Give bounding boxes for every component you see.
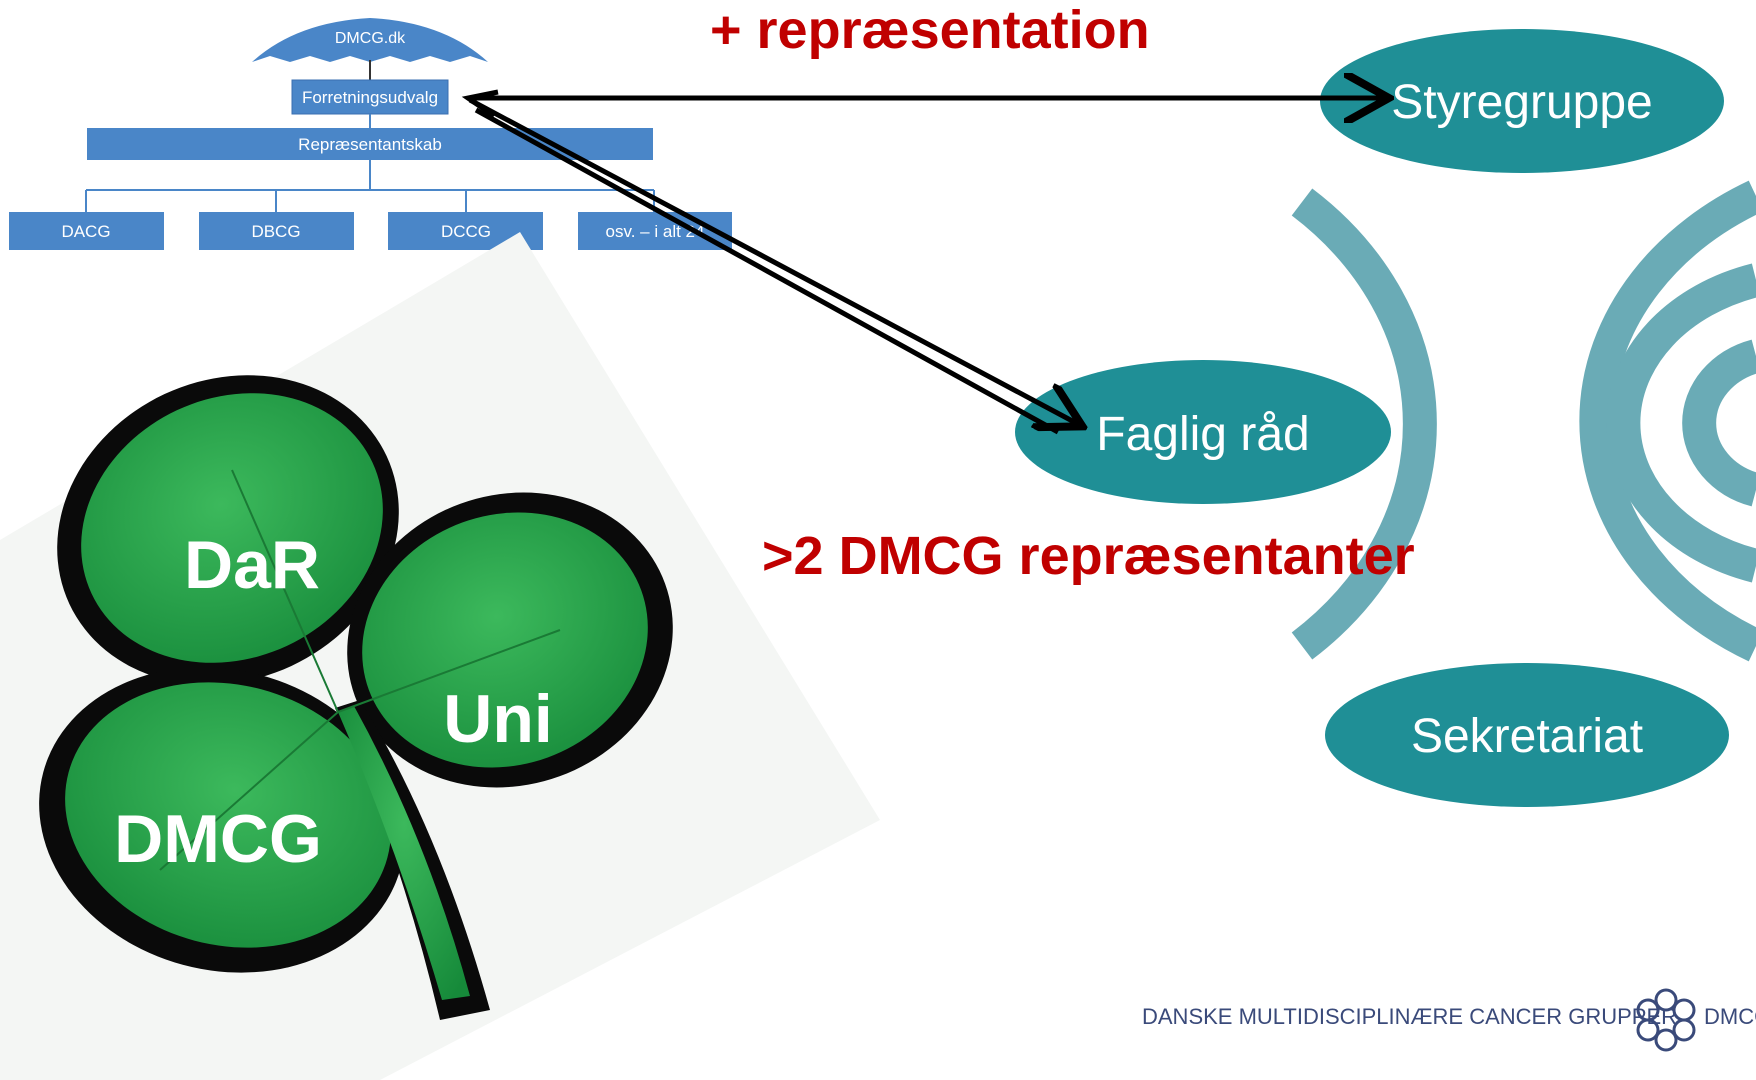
styregruppe-label: Styregruppe — [1391, 76, 1653, 129]
faglig-raad-label: Faglig råd — [1096, 408, 1309, 461]
group-box-dbcg — [199, 212, 354, 250]
faglig-raad-node: Faglig råd — [1015, 360, 1391, 504]
umbrella-icon — [252, 18, 488, 62]
footer: DANSKE MULTIDISCIPLINÆRE CANCER GRUPPER … — [1142, 988, 1756, 1052]
repraesentantskab-label: Repræsentantskab — [298, 135, 442, 154]
clover-leaf-label-dar: DaR — [184, 527, 320, 603]
shamrock-image: DaR Uni DMCG — [0, 232, 880, 1080]
forretningsudvalg-box — [291, 79, 449, 115]
headline-dmcg-representatives: >2 DMCG repræsentanter — [762, 526, 1415, 586]
footer-abbr: DMCG — [1704, 1004, 1756, 1029]
group-box-osv — [578, 212, 732, 250]
dmcg-logo-icon — [1636, 988, 1696, 1052]
sekretariat-ellipse — [1325, 663, 1729, 807]
group-label-osv: osv. – i alt 24 — [606, 222, 705, 241]
sekretariat-node: Sekretariat — [1325, 663, 1729, 807]
arrow-to-faglig-raad-b — [474, 107, 1060, 435]
arrow-to-faglig-raad-a — [468, 97, 1078, 424]
org-chart: DMCG.dk Forretningsudvalg Repræsentantsk… — [9, 18, 732, 250]
group-label-dbcg: DBCG — [251, 222, 300, 241]
clover-leaf-label-uni: Uni — [443, 681, 553, 757]
arrowhead-forretningsudvalg — [461, 89, 499, 119]
headline-representation: + repræsentation — [710, 0, 1150, 60]
sekretariat-label: Sekretariat — [1411, 710, 1643, 763]
concentric-arcs-decoration — [1291, 180, 1756, 662]
faglig-raad-ellipse — [1015, 360, 1391, 504]
styregruppe-ellipse — [1320, 29, 1724, 173]
group-box-dacg — [9, 212, 164, 250]
umbrella-label: DMCG.dk — [335, 30, 406, 47]
shamrock-icon — [39, 375, 673, 1020]
group-label-dacg: DACG — [61, 222, 110, 241]
arrows — [461, 89, 1384, 435]
clover-leaf-label-dmcg: DMCG — [114, 801, 322, 877]
styregruppe-node: Styregruppe — [1320, 29, 1724, 173]
group-connectors — [85, 160, 655, 212]
footer-org-name: DANSKE MULTIDISCIPLINÆRE CANCER GRUPPER — [1142, 1004, 1677, 1029]
group-label-dccg: DCCG — [441, 222, 491, 241]
forretningsudvalg-label: Forretningsudvalg — [302, 88, 438, 107]
